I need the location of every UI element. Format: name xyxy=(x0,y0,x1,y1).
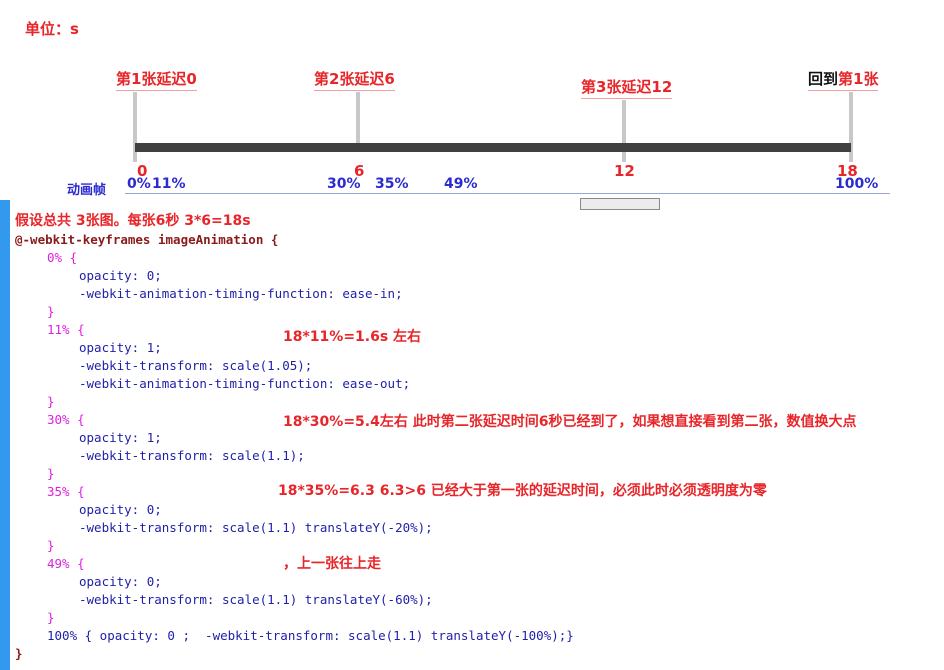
kf-0-selector: 0% { xyxy=(47,250,78,265)
time-18: 18 xyxy=(837,162,858,180)
time-12: 12 xyxy=(614,162,635,180)
pct-0: 0% xyxy=(127,176,151,192)
kf-11-selector: 11% { xyxy=(47,322,85,337)
kf-49-transform: -webkit-transform: scale(1.1) translateY… xyxy=(79,592,433,607)
note-11: 18*11%=1.6s 左右 xyxy=(283,329,422,345)
unit-label: 单位：s xyxy=(25,20,79,38)
kf-0-opacity: opacity: 0; xyxy=(79,268,162,283)
frame-label: 动画帧 xyxy=(67,183,107,198)
kf-0-close: } xyxy=(47,304,55,319)
kf-30-selector: 30% { xyxy=(47,412,85,427)
img3-delay-label: 第3张延迟12 xyxy=(581,76,673,99)
pct-49: 49% xyxy=(444,176,478,192)
timeline-bar xyxy=(135,143,851,152)
tick-12 xyxy=(622,100,626,162)
keyframes-declaration: @-webkit-keyframes imageAnimation { xyxy=(15,232,279,247)
assumption-note: 假设总共 3张图。每张6秒 3*6=18s xyxy=(15,213,251,229)
kf-11-close: } xyxy=(47,394,55,409)
kf-11-transform: -webkit-transform: scale(1.05); xyxy=(79,358,313,373)
time-0: 0 xyxy=(137,162,148,180)
note-49: ，上一张往上走 xyxy=(283,556,381,572)
time-6: 6 xyxy=(354,162,365,180)
scroll-thumb[interactable] xyxy=(580,198,660,210)
tick-6 xyxy=(356,92,360,152)
back-prefix: 回到 xyxy=(808,70,839,88)
pct-30: 30% xyxy=(327,176,361,192)
kf-30-close: } xyxy=(47,466,55,481)
tick-0 xyxy=(133,92,137,162)
kf-11-timing: -webkit-animation-timing-function: ease-… xyxy=(79,376,411,391)
back-suffix: 第1张 xyxy=(838,70,879,88)
kf-35-transform: -webkit-transform: scale(1.1) translateY… xyxy=(79,520,433,535)
kf-35-selector: 35% { xyxy=(47,484,85,499)
kf-35-close: } xyxy=(47,538,55,553)
kf-11-opacity: opacity: 1; xyxy=(79,340,162,355)
pct-100: 100% xyxy=(835,176,879,192)
kf-30-opacity: opacity: 1; xyxy=(79,430,162,445)
kf-49-close: } xyxy=(47,610,55,625)
timeline-baseline xyxy=(125,193,890,194)
img1-delay-label: 第1张延迟0 xyxy=(116,68,197,91)
tick-18 xyxy=(849,92,853,162)
kf-30-transform: -webkit-transform: scale(1.1); xyxy=(79,448,305,463)
kf-49-opacity: opacity: 0; xyxy=(79,574,162,589)
kf-49-selector: 49% { xyxy=(47,556,85,571)
kf-0-timing: -webkit-animation-timing-function: ease-… xyxy=(79,286,403,301)
note-35: 18*35%=6.3 6.3>6 已经大于第一张的延迟时间，必须此时必须透明度为… xyxy=(278,483,767,499)
pct-11: 11% xyxy=(152,176,186,192)
kf-100-line: 100% { opacity: 0 ; -webkit-transform: s… xyxy=(47,628,574,643)
note-30: 18*30%=5.4左右 此时第二张延迟时间6秒已经到了，如果想直接看到第二张，… xyxy=(283,414,857,430)
pct-35: 35% xyxy=(375,176,409,192)
img2-delay-label: 第2张延迟6 xyxy=(314,68,395,91)
kf-35-opacity: opacity: 0; xyxy=(79,502,162,517)
keyframes-close: } xyxy=(15,646,23,661)
back-to-first-label: 回到第1张 xyxy=(808,68,879,91)
editor-gutter-bar xyxy=(0,200,10,670)
